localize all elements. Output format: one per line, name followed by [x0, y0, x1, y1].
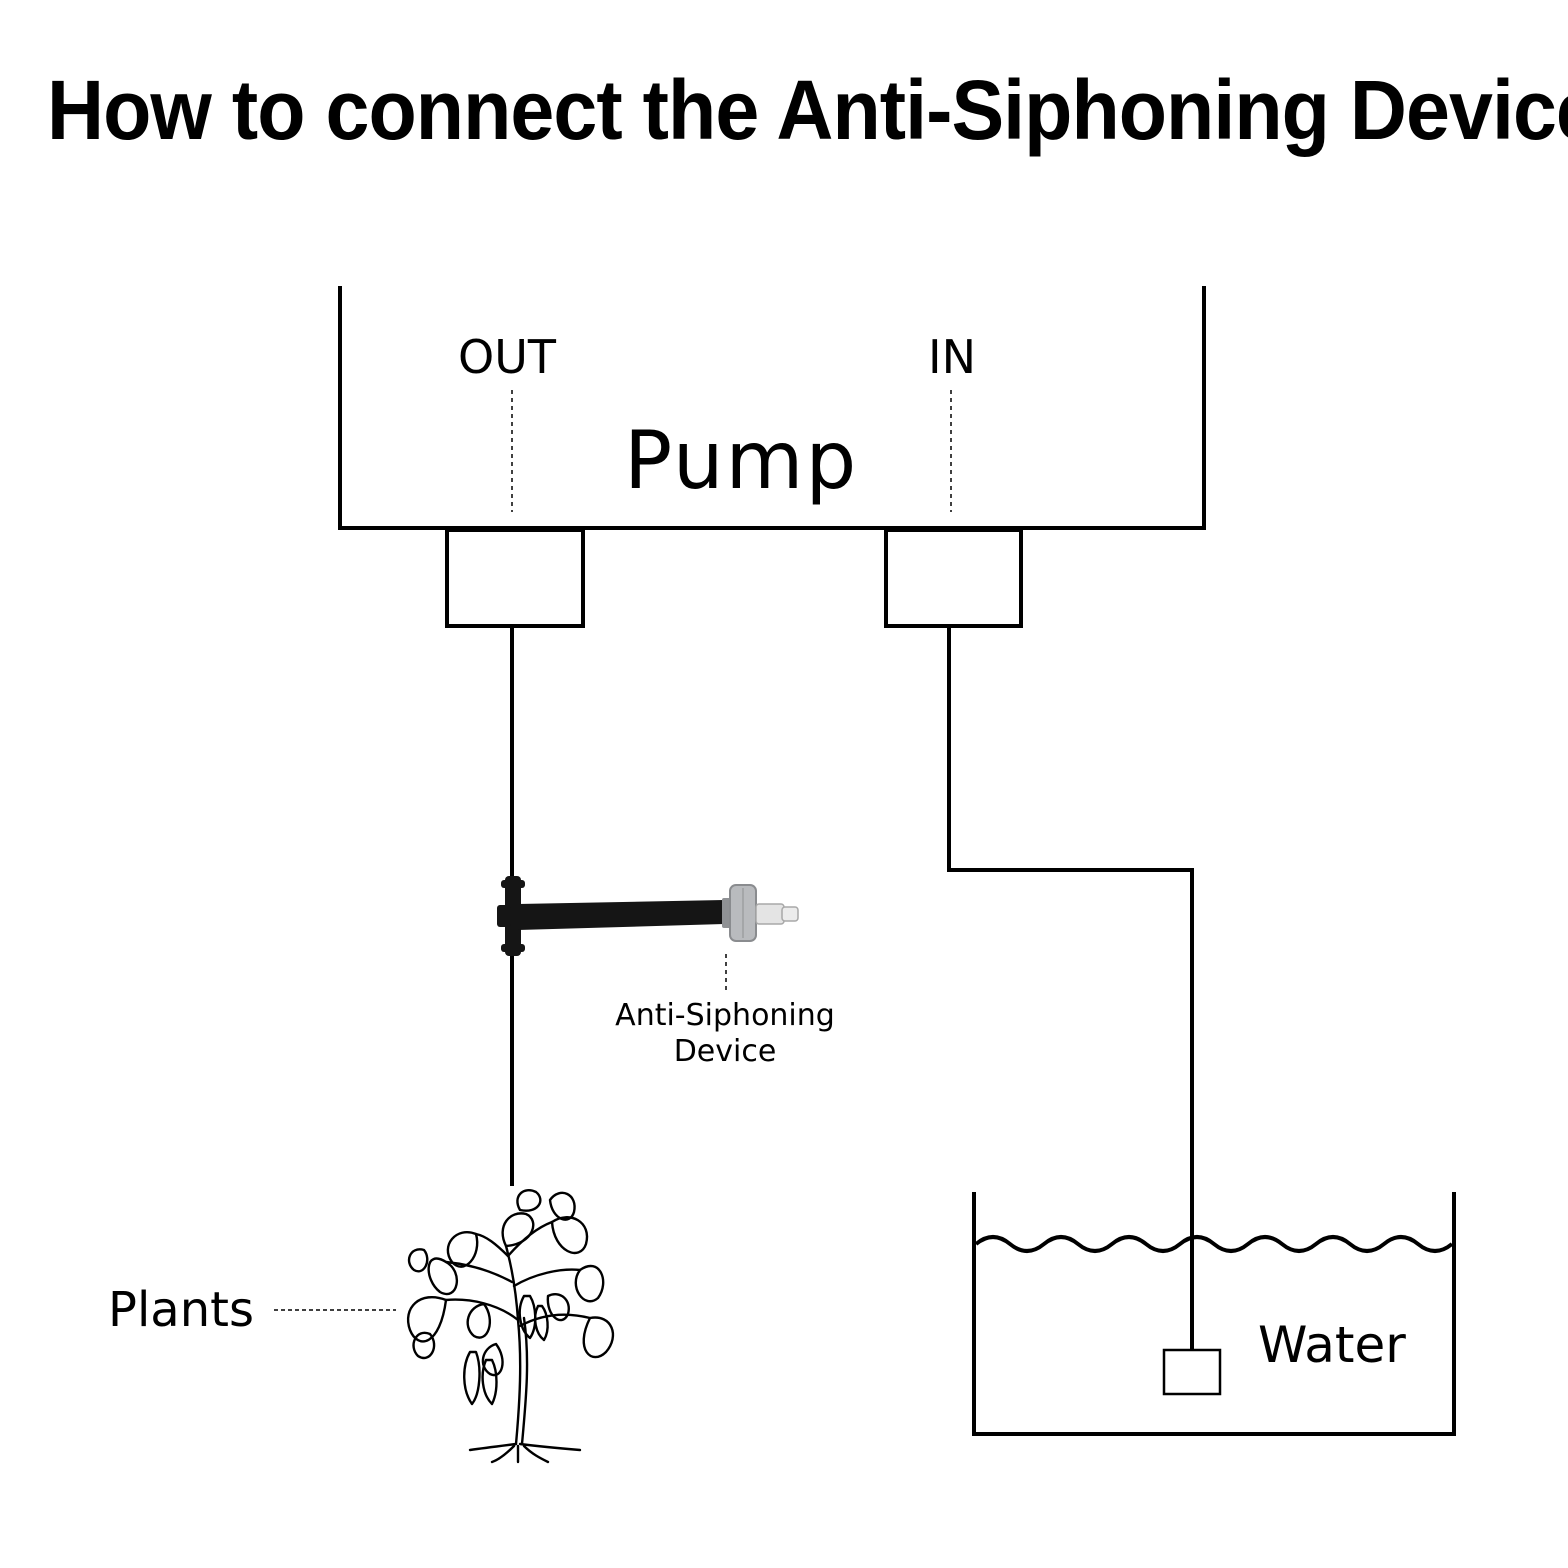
in-port-label: IN	[928, 330, 976, 384]
water-surface	[974, 1235, 1454, 1253]
water-tank	[972, 1192, 1456, 1436]
out-port	[445, 528, 585, 628]
intake-tube	[947, 626, 1194, 1350]
pump-housing	[338, 286, 1206, 530]
pump-label: Pump	[624, 414, 859, 507]
anti-siphon-valve-icon	[497, 876, 799, 956]
in-port	[884, 528, 1023, 628]
page-title: How to connect the Anti-Siphoning Device…	[47, 63, 1568, 157]
out-port-label: OUT	[458, 330, 556, 384]
device-label-line2: Device	[673, 1034, 777, 1069]
device-label-line1: Anti-Siphoning	[615, 998, 835, 1033]
plant-icon	[407, 1189, 615, 1464]
water-pickup-filter-icon	[1162, 1348, 1222, 1396]
water-label: Water	[1258, 1316, 1406, 1374]
plants-label: Plants	[108, 1282, 254, 1338]
device-label: Anti-Siphoning Device	[600, 998, 850, 1070]
